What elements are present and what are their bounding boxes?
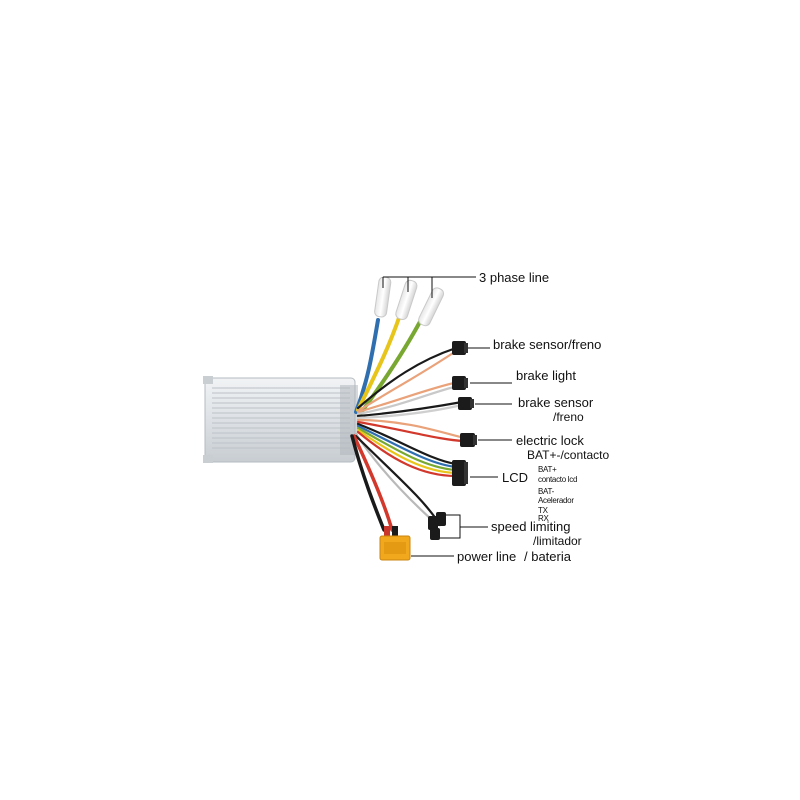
power-line-sublabel: / bateria [524,549,571,564]
lcd-pin-1-sublabel: contacto lcd [538,475,578,484]
phase-wires [354,313,424,416]
callout-lines [382,276,512,557]
phase-connector-tips [374,276,445,327]
signal-wires [350,346,466,532]
brake-sensor-2-sublabel: /freno [553,410,584,424]
speed-limiting-connectors [428,512,446,540]
lcd-label: LCD [502,470,529,485]
lcd-pin-3-label: TX [538,506,548,515]
lcd-connector [452,460,468,486]
electric-lock-sublabel: BAT+-/contacto [527,448,610,462]
electric-lock-connector [460,433,477,447]
power-line-label: power line [457,549,517,564]
lcd-pin-1-label: BAT+ [538,465,557,474]
controller-case [203,376,358,463]
speed-limiting-sublabel: /limitador [533,534,582,548]
brake-light-label: brake light [516,368,576,383]
brake-sensor-connector [452,341,468,355]
lcd-pin-2-label: BAT- [538,487,554,496]
lcd-pin-4-label: RX [538,514,549,523]
power-connector [379,526,411,561]
brake-sensor-2-label: brake sensor [518,395,594,410]
brake-light-connector [452,376,468,390]
brake-sensor-label: brake sensor/freno [493,337,602,352]
lcd-pin-2-sublabel: Acelerador [538,496,574,505]
electric-lock-label: electric lock [516,433,584,448]
phase-line-label: 3 phase line [479,270,550,285]
speed-limiting-label: speed limiting [491,519,571,534]
brake-sensor-2-connector [458,397,474,410]
